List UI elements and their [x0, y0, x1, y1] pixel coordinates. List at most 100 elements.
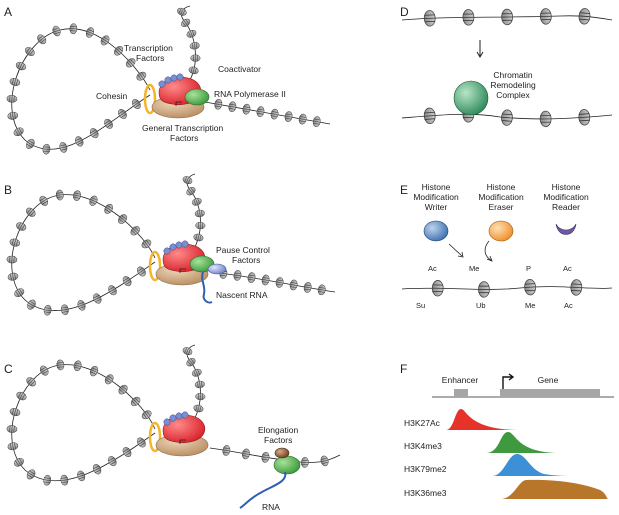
label-pause-control-1: Pause Control — [216, 245, 270, 255]
nucleosome — [186, 357, 196, 367]
nucleosome — [39, 365, 49, 376]
panel-d-letter: D — [400, 5, 409, 19]
nucleosome — [578, 109, 591, 126]
nucleosome — [320, 455, 329, 467]
dna-strand — [209, 271, 336, 293]
panel-b: B Pause Control Factors Nascent RNA — [4, 173, 336, 316]
nucleosome — [136, 71, 147, 81]
nucleosome — [317, 284, 326, 296]
nucleosome — [89, 365, 99, 377]
label-remodeler-1: Chromatin — [493, 70, 532, 80]
label-pause-control-2: Factors — [232, 255, 260, 265]
nucleosome — [222, 445, 231, 456]
nucleosome — [60, 304, 69, 316]
nucleosome — [73, 360, 82, 372]
eraser-shape — [488, 220, 514, 242]
nucleosome — [60, 474, 69, 486]
nucleosome — [75, 136, 84, 147]
nucleosome — [233, 270, 242, 281]
nucleosome — [27, 299, 36, 310]
nucleosome — [188, 66, 199, 75]
nucleosome — [501, 8, 513, 26]
label-gtf-1: General Transcription — [142, 123, 224, 133]
dna-strand — [204, 101, 331, 125]
panel-b-complex — [148, 240, 227, 304]
nucleosome — [182, 347, 193, 355]
reader-shape — [555, 223, 577, 235]
nucleosome — [275, 277, 284, 288]
panel-a-complex — [143, 73, 210, 119]
mark-top-2: Me — [469, 264, 479, 273]
nucleosome — [9, 238, 21, 247]
label-cohesin: Cohesin — [96, 91, 127, 101]
nucleosome — [177, 7, 187, 16]
dna-strand — [209, 447, 341, 463]
panel-a-chromatin-loop — [6, 5, 331, 155]
mark-bottom-2: Ub — [476, 301, 486, 310]
nucleosome — [137, 437, 146, 448]
nucleosome — [42, 143, 51, 155]
eraser-arrow-icon — [484, 240, 493, 262]
nucleosome — [190, 54, 201, 62]
cohesin-ring — [148, 421, 162, 453]
nucleosome — [93, 293, 102, 304]
panel-a: A Transcription Factors Coactivator RNA … — [4, 5, 331, 155]
tss-arrow-icon — [179, 439, 186, 444]
nucleosome — [89, 128, 99, 139]
nucleosome — [52, 25, 61, 37]
nucleosome — [7, 111, 19, 120]
nucleosome — [6, 94, 18, 103]
writer-arrow-icon — [448, 243, 464, 258]
label-writer-2: Modification — [413, 192, 459, 202]
cohesin-ring — [148, 250, 162, 282]
nucleosome — [270, 108, 279, 120]
panel-d-fiber-top — [401, 8, 613, 27]
mark-bottom-4: Ac — [564, 301, 573, 310]
nucleosome — [261, 274, 270, 286]
label-eraser-3: Eraser — [488, 202, 513, 212]
tss-arrow-icon — [502, 373, 515, 389]
nucleosome — [15, 61, 27, 71]
tss-arrow-icon — [175, 101, 182, 106]
label-writer-3: Writer — [425, 202, 448, 212]
nucleosome — [141, 239, 152, 249]
nucleosome — [43, 304, 52, 316]
nucleosome — [423, 107, 436, 125]
nucleosome — [9, 78, 21, 86]
nucleosome — [193, 404, 204, 413]
nucleosome — [6, 255, 18, 264]
nucleosome — [524, 278, 536, 296]
nucleosome — [118, 214, 128, 224]
nucleosome — [131, 99, 141, 109]
nucleosome — [137, 266, 146, 277]
nucleosome — [256, 106, 265, 117]
pause-control-factor-shape — [207, 263, 227, 275]
nucleosome — [186, 186, 196, 196]
nucleosome — [104, 374, 114, 385]
nucleosome — [312, 116, 321, 127]
nucleosome — [6, 425, 18, 433]
nucleosome — [100, 35, 110, 46]
panel-e: E Histone Modification Writer Histone Mo… — [400, 182, 613, 310]
nucleosome — [122, 276, 132, 287]
label-coactivator: Coactivator — [218, 64, 261, 74]
dna-strand — [401, 15, 613, 21]
nucleosome — [118, 384, 128, 395]
nucleosome — [77, 300, 86, 311]
nucleosome — [37, 34, 47, 45]
nucleosome — [25, 47, 35, 57]
nucleosome — [39, 195, 49, 206]
cohesin-ring — [143, 83, 157, 115]
mark-bottom-3: Me — [525, 301, 535, 310]
nucleosome — [141, 410, 152, 420]
track-label-h3k79me2: H3K79me2 — [404, 464, 447, 474]
nucleosome — [501, 109, 513, 126]
panel-b-chromatin-loop — [6, 173, 336, 316]
nucleosome — [108, 456, 117, 467]
h3k36me3-peak — [500, 479, 608, 499]
track-label-h3k4me3: H3K4me3 — [404, 441, 442, 451]
nucleosome — [186, 29, 197, 38]
nucleosome — [214, 98, 223, 110]
nucleosome — [298, 113, 307, 125]
nucleosome — [130, 226, 140, 236]
